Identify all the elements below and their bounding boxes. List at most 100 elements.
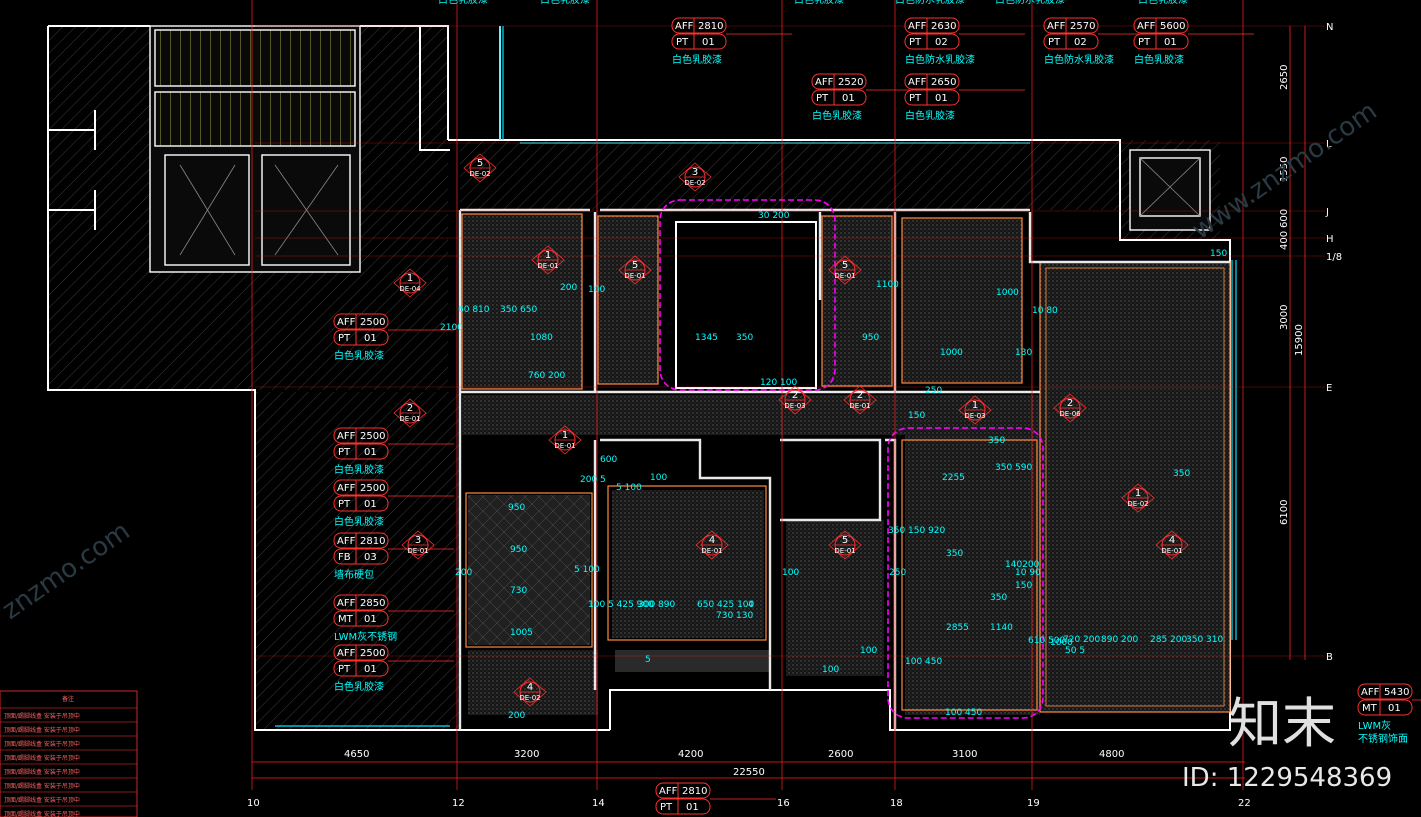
interior-walls — [461, 213, 1231, 713]
marker-ref: DE-02 — [684, 179, 705, 187]
watermark-diagonal-2: znzmo.com — [0, 516, 136, 626]
marker-number: 3 — [692, 167, 698, 178]
tag-code: MT — [338, 614, 354, 625]
marker-ref: DE-01 — [701, 547, 722, 555]
tag-material-label: 白色乳胶漆 — [905, 109, 955, 122]
tag-number: 01 — [1164, 37, 1177, 48]
dimension-right: 2650 — [1279, 65, 1290, 90]
tag-material-label: 白色乳胶漆 — [334, 349, 384, 362]
tag-material-label: LWM灰不锈钢 — [334, 630, 397, 643]
interior-dimension: 350 — [946, 549, 963, 559]
marker-number: 1 — [407, 273, 413, 284]
tag-aff-value: 2630 — [931, 21, 956, 32]
interior-dimension: 285 200 — [1150, 635, 1187, 645]
interior-dimension: 100 — [782, 568, 799, 578]
dimension-right: 6100 — [1279, 500, 1290, 525]
dimension-right: 1550 — [1279, 157, 1290, 182]
tag-number: 01 — [935, 93, 948, 104]
cut-off-label: 白色防水乳胶漆 — [995, 0, 1065, 6]
detail-marker: 3DE-02 — [678, 162, 712, 192]
marker-number: 2 — [857, 390, 863, 401]
interior-dimension: 200 — [455, 568, 472, 578]
tag-aff-value: 5430 — [1384, 687, 1409, 698]
tag-aff-label: AFF — [815, 77, 834, 88]
dimension-bottom: 4650 — [344, 749, 369, 760]
interior-dimension: 350 590 — [995, 463, 1032, 473]
tag-aff-label: AFF — [659, 786, 678, 797]
marker-number: 4 — [527, 682, 533, 693]
marker-ref: DE-01 — [849, 402, 870, 410]
marker-number: 1 — [545, 250, 551, 261]
marker-ref: DE-02 — [469, 170, 490, 178]
tag-code: PT — [676, 37, 689, 48]
legend-row: 顶面/踢脚线盒 安装于吊顶中 — [4, 782, 80, 790]
grid-label-bottom: 14 — [592, 798, 605, 809]
interior-dimension: 100 — [588, 285, 605, 295]
tag-aff-value: 2810 — [698, 21, 723, 32]
interior-dimension: 2855 — [946, 623, 969, 633]
interior-dimension: 130 — [1015, 348, 1032, 358]
grid-label-right: E — [1326, 383, 1332, 394]
grid-label-bottom: 16 — [777, 798, 790, 809]
tag-number: 02 — [935, 37, 948, 48]
marker-ref: DE-02 — [1127, 500, 1148, 508]
interior-dimension: 150 — [1210, 249, 1227, 259]
interior-dimension: 5 100 — [574, 565, 600, 575]
detail-marker: 3DE-01 — [401, 530, 435, 560]
marker-ref: DE-01 — [834, 272, 855, 280]
grid-label-right: 1/8 — [1326, 252, 1342, 263]
interior-dimension: 5 — [645, 655, 651, 665]
interior-dimension: 50 5 — [1065, 646, 1085, 656]
top-cut-labels: 白色乳胶漆白色乳胶漆白色乳胶漆白色防水乳胶漆白色防水乳胶漆白色乳胶漆 — [438, 0, 1188, 6]
interior-dimension: 350 150 920 — [888, 526, 946, 536]
tag-aff-value: 2500 — [360, 431, 385, 442]
legend-row: 顶面/踢脚线盒 安装于吊顶中 — [4, 740, 80, 748]
marker-ref: DE-01 — [554, 442, 575, 450]
marker-ref: DE-02 — [519, 694, 540, 702]
tag-material-label: 白色乳胶漆 — [1134, 53, 1184, 66]
interior-dimension: 350 310 — [1186, 635, 1223, 645]
tag-aff-label: AFF — [337, 317, 356, 328]
tag-material-label: LWM灰 — [1358, 719, 1391, 732]
interior-dimension: 120 100 — [760, 378, 797, 388]
marker-ref: DE-01 — [399, 415, 420, 423]
tag-number: 01 — [686, 802, 699, 813]
dimension-bottom: 4800 — [1099, 749, 1124, 760]
marker-ref: DE-06 — [1059, 410, 1081, 418]
tag-code: PT — [1138, 37, 1151, 48]
tag-number: 01 — [364, 333, 377, 344]
tag-material-label: 白色防水乳胶漆 — [905, 53, 975, 66]
tag-aff-label: AFF — [908, 77, 927, 88]
interior-dimension: 140200 — [1005, 560, 1040, 570]
watermark-brand: 知末 — [1228, 692, 1336, 755]
grid-label-right: N — [1326, 22, 1333, 33]
tag-code: PT — [660, 802, 673, 813]
tag-number: 01 — [364, 664, 377, 675]
tag-code: PT — [338, 333, 351, 344]
interior-dimension: 950 — [508, 503, 525, 513]
legend-title: 备注 — [62, 695, 74, 703]
interior-dimension: 100 — [822, 665, 839, 675]
interior-dimension: 950 — [862, 333, 879, 343]
interior-dimension: 5 100 — [616, 483, 642, 493]
tag-number: 01 — [1388, 703, 1401, 714]
tag-material-label: 白色乳胶漆 — [334, 515, 384, 528]
legend-row: 顶面/踢脚线盒 安装于吊顶中 — [4, 726, 80, 734]
grid-label-right: B — [1326, 652, 1333, 663]
tag-aff-label: AFF — [337, 431, 356, 442]
interior-dimension: 350 650 — [500, 305, 537, 315]
interior-dimension: 100 — [860, 646, 877, 656]
detail-marker: 5DE-02 — [463, 153, 497, 183]
tag-material-label: 白色防水乳胶漆 — [1044, 53, 1114, 66]
grid-label-right: H — [1326, 234, 1334, 245]
cut-off-label: 白色乳胶漆 — [438, 0, 488, 6]
marker-number: 1 — [562, 430, 568, 441]
tag-number: 01 — [364, 447, 377, 458]
